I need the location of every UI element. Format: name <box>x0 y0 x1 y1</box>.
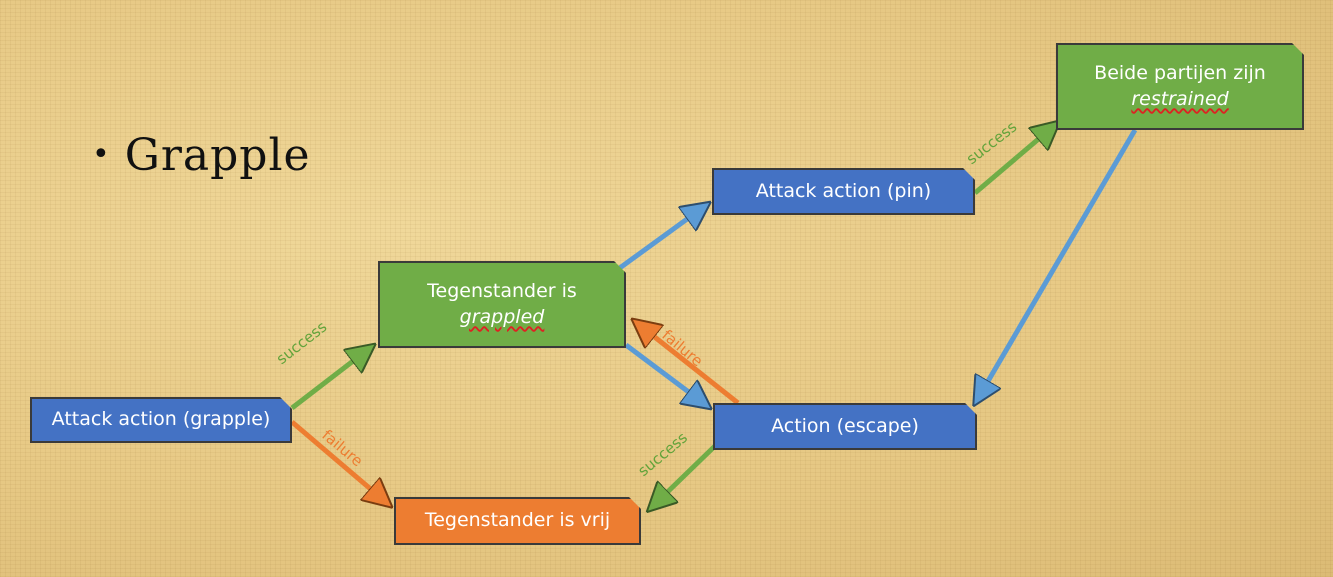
arrow-escape-failure <box>637 323 740 405</box>
title-text: Grapple <box>124 130 311 181</box>
arrow-pin-success <box>973 125 1055 195</box>
node-restrained-line2: restrained <box>1131 87 1229 110</box>
arrow-escape-success <box>652 443 718 507</box>
node-attack-pin: Attack action (pin) <box>712 168 975 215</box>
node-grappled-line2: grappled <box>459 305 545 328</box>
node-free-label: Tegenstander is vrij <box>424 509 611 532</box>
bullet-icon: • <box>92 137 111 172</box>
node-restrained-line1: Beide partijen zijn <box>1094 61 1266 84</box>
node-escape: Action (escape) <box>713 403 977 450</box>
node-grappled: Tegenstander is grappled <box>378 261 626 348</box>
arrow-grapple-success <box>290 348 370 410</box>
node-attack-grapple-label: Attack action (grapple) <box>51 408 271 431</box>
node-attack-grapple: Attack action (grapple) <box>30 397 292 443</box>
node-free: Tegenstander is vrij <box>394 497 641 545</box>
arrow-restrained-to-escape <box>977 128 1138 400</box>
node-grappled-line1: Tegenstander is <box>427 279 577 302</box>
node-attack-pin-label: Attack action (pin) <box>755 179 932 202</box>
arrow-grapple-failure <box>290 420 387 503</box>
node-restrained: Beide partijen zijn restrained <box>1056 43 1304 130</box>
slide-title: • Grapple <box>92 130 311 181</box>
arrow-grappled-to-pin <box>615 206 705 273</box>
node-escape-label: Action (escape) <box>771 414 919 437</box>
arrow-grappled-to-escape <box>624 343 706 405</box>
